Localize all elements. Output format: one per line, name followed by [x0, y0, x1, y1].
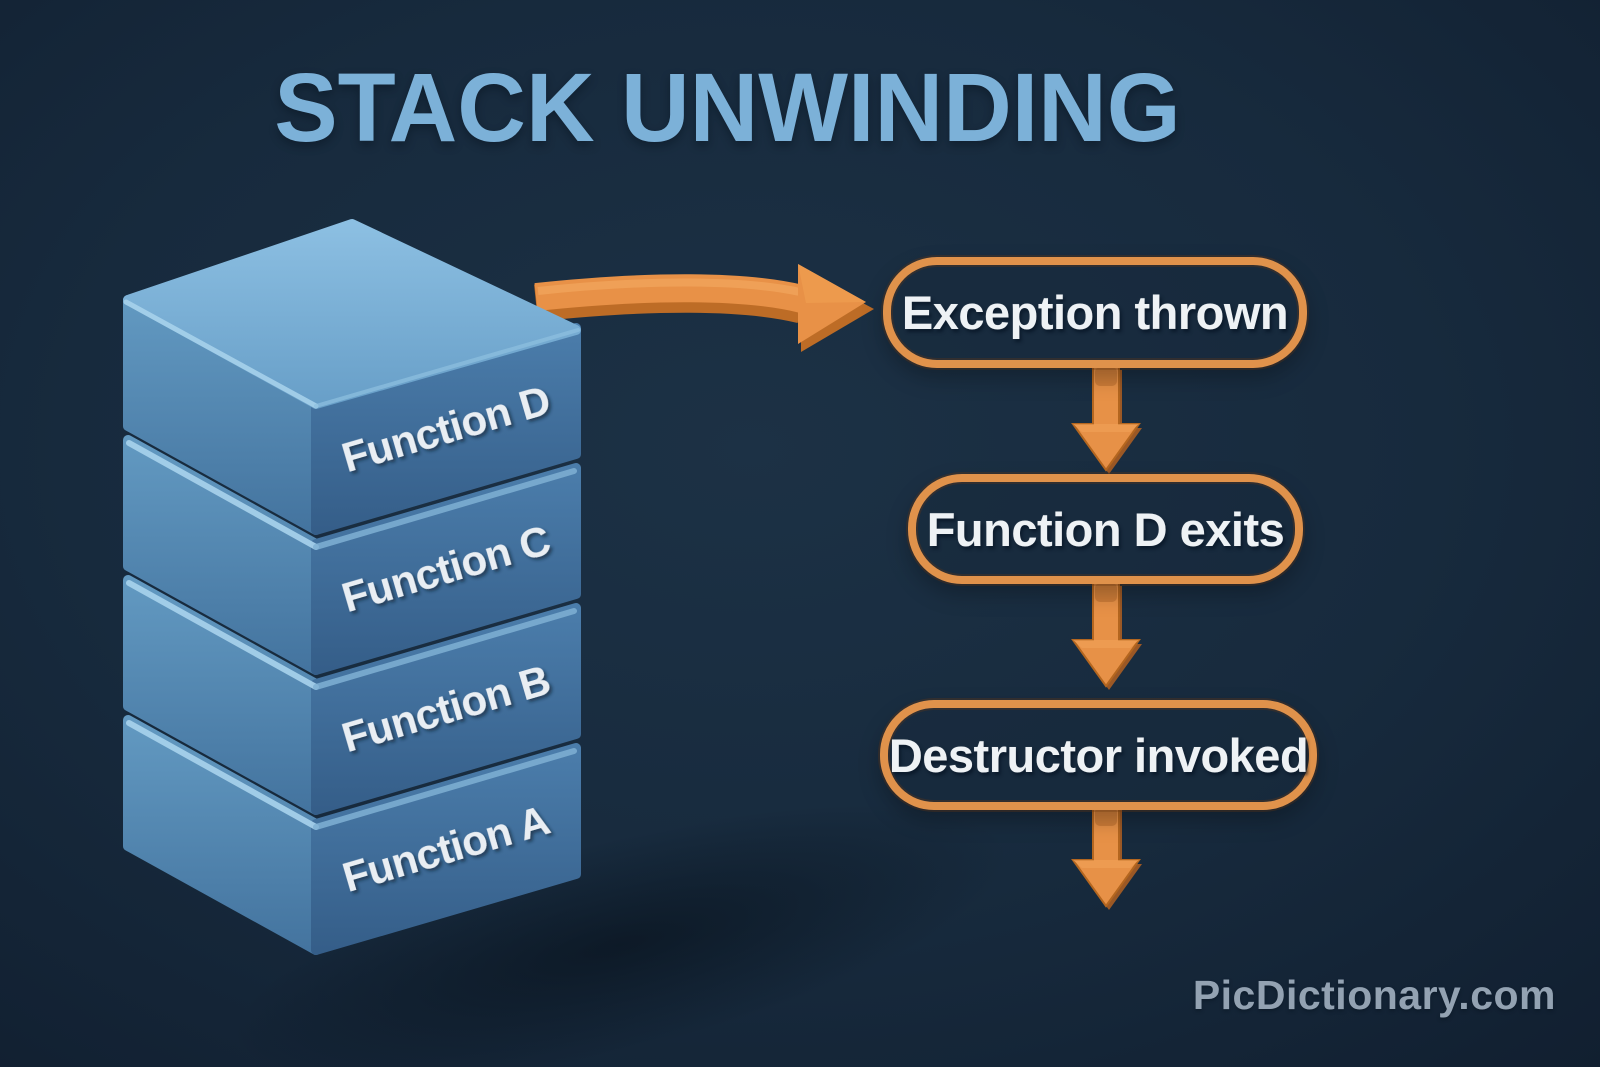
watermark: PicDictionary.com — [1192, 972, 1556, 1018]
flow-step-label: Destructor invoked — [888, 728, 1309, 782]
page-title: STACK UNWINDING — [274, 53, 1181, 162]
arrow-down-icon — [1071, 365, 1142, 474]
flow-step-label: Function D exits — [926, 502, 1285, 556]
stack-cast-shadow — [231, 804, 1009, 1067]
flow-step-label: Exception thrown — [901, 286, 1289, 339]
arrow-down-icon — [1071, 805, 1142, 910]
call-stack: Function D Function C Function B — [123, 219, 581, 955]
arrow-down-icon — [1071, 581, 1142, 690]
flow-step-exception-thrown: Exception thrown — [883, 257, 1307, 368]
stack-block: Function C — [123, 435, 581, 675]
stack-block: Function D — [123, 219, 581, 535]
stack-block: Function A — [123, 715, 581, 955]
curved-arrow-icon — [534, 264, 874, 352]
stack-block: Function B — [123, 575, 581, 815]
flow-step-destructor-invoked: Destructor invoked — [880, 700, 1317, 810]
flow-step-function-d-exits: Function D exits — [908, 474, 1303, 584]
